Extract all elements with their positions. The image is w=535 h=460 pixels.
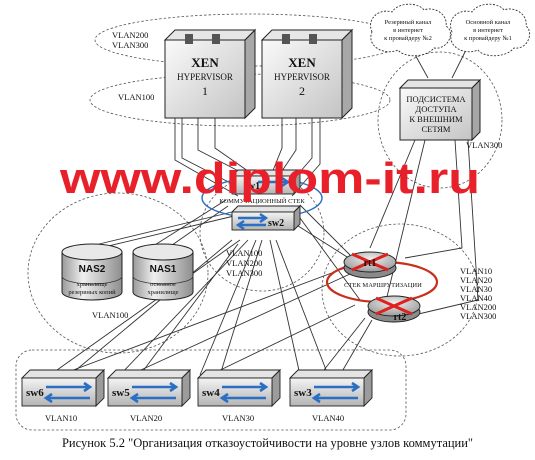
cloud-main-line-2: в интернет (473, 27, 503, 34)
vlan-label-core-1: VLAN100 (226, 248, 262, 258)
figure-caption: Рисунок 5.2 "Организация отказоустойчиво… (61, 436, 474, 450)
edge-vlan-label-sw5: VLAN20 (130, 413, 162, 423)
cloud-main-line-1: Основной канал (466, 19, 512, 26)
edge-switch-sw6-label: sw6 (26, 387, 44, 399)
vlan-label-rt-1: VLAN10 (460, 266, 492, 276)
vlan-label-core-2: VLAN200 (226, 258, 262, 268)
access-subsystem: ПОДСИСТЕМА ДОСТУПА К ВНЕШНИМ СЕТЯМ (398, 78, 482, 142)
zone-router-ellipse (321, 223, 479, 357)
cloud-backup-line-3: к провайдеру №2 (384, 35, 432, 42)
nas2-desc-2: резервных копий (68, 289, 116, 296)
access-line-2: ДОСТУПА (415, 104, 457, 114)
edge-switch-sw4-label: sw4 (202, 387, 220, 399)
vlan-label-hypervisor: VLAN100 (118, 92, 154, 102)
hypervisor-1-number: 1 (202, 84, 208, 98)
vlan-label-nas: VLAN100 (92, 310, 128, 320)
edge-switch-sw5: sw5 VLAN20 (106, 368, 192, 423)
edge-switch-sw5-label: sw5 (112, 387, 130, 399)
router-rt2-label: rt2 (394, 312, 407, 323)
router-rt1: rt1 (343, 251, 397, 279)
switch-sw1-label: sw1 (244, 181, 260, 192)
vlan-zones (15, 13, 503, 431)
vlan-label-rt-6: VLAN300 (460, 311, 496, 321)
watermark-text: www.diplom-it.ru (59, 154, 480, 203)
cloud-main-line-3: к провайдеру №1 (464, 35, 512, 42)
vlan-label-rt-2: VLAN20 (460, 275, 492, 285)
nas1-name: NAS1 (150, 264, 177, 275)
router-rt1-label: rt1 (364, 258, 377, 269)
vlan-label-rt-4: VLAN40 (460, 293, 492, 303)
zone-edge-rect (15, 349, 407, 431)
access-line-3: К ВНЕШНИМ (409, 114, 463, 124)
hypervisor-1-title: XEN (191, 55, 219, 70)
nas1-storage: NAS1 основное хранилище (132, 243, 194, 301)
edge-switch-sw3: sw3 VLAN40 (288, 368, 374, 423)
switch-sw2-label: sw2 (268, 218, 284, 229)
cloud-backup-line-1: Резервный канал (385, 19, 433, 26)
hypervisor-1-subtitle: HYPERVISOR (177, 72, 233, 82)
cloud-backup-line-2: в интернет (393, 27, 423, 34)
zone-hypervisor-ellipse (89, 73, 391, 127)
edge-switch-sw6: sw6 VLAN10 (20, 368, 106, 423)
vlan-label-top-1: VLAN200 (112, 30, 148, 40)
router-stack-label: СТЕК МАРШРУТИЗАЦИИ (344, 282, 422, 289)
router-stack: rt1 СТЕК МАРШРУТИЗАЦИИ rt2 (325, 251, 439, 323)
hypervisor-2-title: XEN (288, 55, 316, 70)
edge-vlan-label-sw4: VLAN30 (222, 413, 254, 423)
edge-switch-sw3-label: sw3 (294, 387, 312, 399)
nas1-desc-1: основное (150, 281, 176, 288)
access-line-1: ПОДСИСТЕМА (406, 94, 466, 104)
nas1-desc-2: хранилище (148, 289, 179, 296)
switch-sw2: sw2 (230, 204, 302, 232)
zone-nas-ellipse (27, 192, 209, 354)
vlan-label-rt-5: VLAN200 (460, 302, 496, 312)
edge-vlan-label-sw3: VLAN40 (312, 413, 344, 423)
zone-access-ellipse (377, 51, 503, 189)
nas2-desc-1: хранилище (77, 281, 108, 288)
vlan-label-rt-3: VLAN30 (460, 284, 492, 294)
cloud-backup-channel: Резервный канал в интернет к провайдеру … (370, 3, 451, 57)
router-rt2: rt2 (367, 295, 421, 323)
zone-core-ellipse (199, 174, 325, 292)
switch-stack: sw1 КОММУТАЦИОННЫЙ СТЕК sw2 (201, 168, 323, 232)
access-line-4: СЕТЯМ (422, 124, 451, 134)
edge-switch-sw4: sw4 VLAN30 (196, 368, 282, 423)
vlan-label-top-2: VLAN300 (112, 40, 148, 50)
cloud-main-channel: Основной канал в интернет к провайдеру №… (450, 3, 530, 57)
switch-stack-label: КОММУТАЦИОННЫЙ СТЕК (219, 197, 305, 205)
vlan-label-core-3: VLAN300 (226, 268, 262, 278)
vlan-label-access: VLAN300 (466, 140, 502, 150)
nas2-name: NAS2 (79, 264, 106, 275)
hypervisor-2-subtitle: HYPERVISOR (274, 72, 330, 82)
edge-vlan-label-sw6: VLAN10 (45, 413, 77, 423)
hypervisor-2: XEN HYPERVISOR 2 (260, 28, 354, 120)
hypervisor-1: XEN HYPERVISOR 1 (163, 28, 257, 120)
switch-sw1: sw1 (230, 168, 302, 196)
nas2-storage: NAS2 хранилище резервных копий (61, 243, 123, 301)
hypervisor-2-number: 2 (299, 84, 305, 98)
